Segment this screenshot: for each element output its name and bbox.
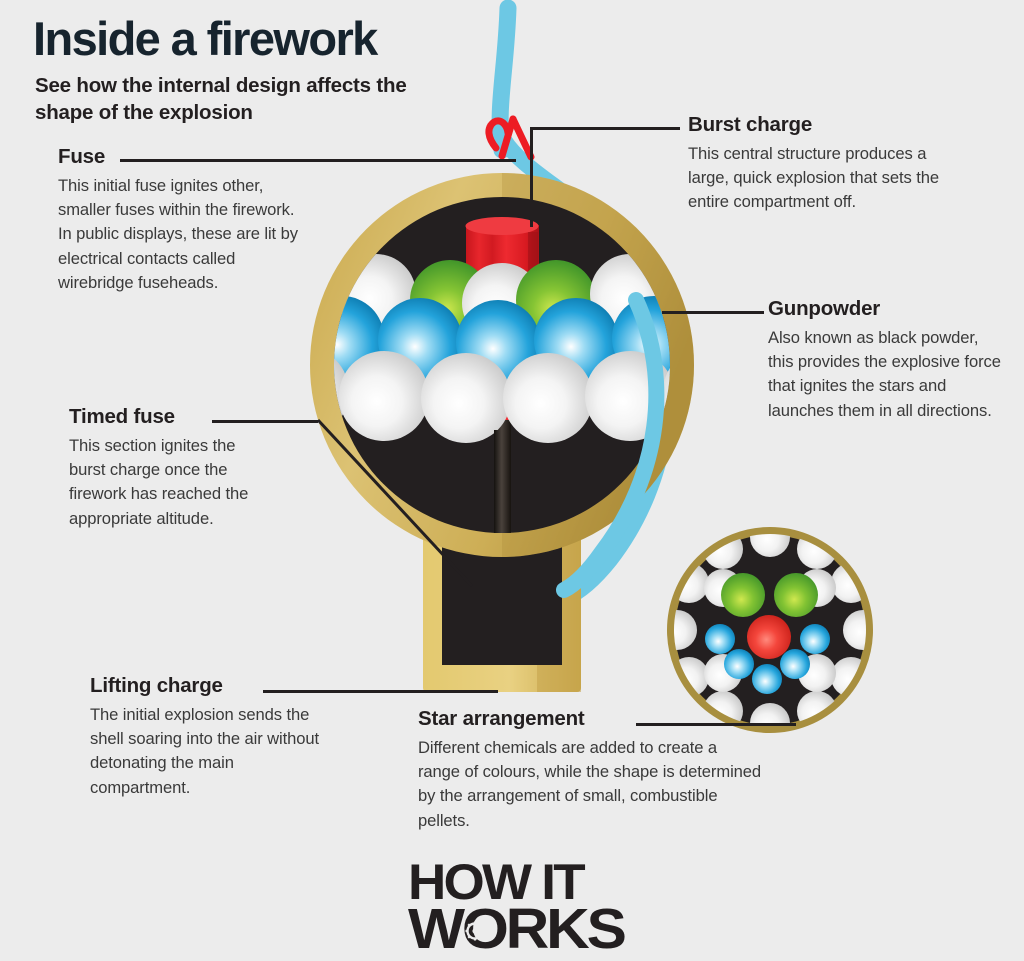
leader-line-fuse: [120, 159, 516, 162]
page-title: Inside a firework: [33, 12, 378, 65]
callout-lifting-charge-body: The initial explosion sends the shell so…: [90, 704, 320, 797]
inset-blue-pellets: [705, 624, 830, 694]
inset-pellets: [674, 534, 866, 726]
logo-line-2: WORKS: [408, 897, 627, 961]
burst-charge-fuse-red: [485, 115, 535, 161]
firework-shell-diagram: [280, 0, 750, 720]
callout-star-arrangement-heading: Star arrangement: [418, 707, 585, 730]
callout-burst-charge-heading: Burst charge: [688, 113, 813, 136]
leader-line-timed-fuse: [212, 420, 318, 423]
leader-line-burst-charge-drop: [530, 127, 533, 227]
callout-fuse: Fuse This initial fuse ignites other, sm…: [58, 145, 298, 296]
callout-timed-fuse: Timed fuse This section ignites the burs…: [69, 405, 259, 531]
callout-gunpowder-heading: Gunpowder: [768, 297, 881, 320]
leader-line-burst-charge: [530, 127, 680, 130]
logo-line-1: HOW IT: [408, 854, 586, 910]
inset-green-pellets: [721, 573, 818, 617]
callout-lifting-charge-heading: Lifting charge: [90, 674, 223, 697]
inset-gold-ring: [667, 527, 873, 733]
callout-fuse-body: This initial fuse ignites other, smaller…: [58, 175, 298, 293]
how-it-works-logo: HOW IT WORKS: [408, 857, 627, 958]
callout-lifting-charge: Lifting charge The initial explosion sen…: [90, 674, 330, 800]
callout-burst-charge: Burst charge This central structure prod…: [688, 113, 950, 215]
callout-gunpowder: Gunpowder Also known as black powder, th…: [768, 297, 1006, 423]
cog-icon: [465, 921, 485, 941]
page-subtitle: See how the internal design affects the …: [35, 74, 407, 125]
callout-timed-fuse-heading: Timed fuse: [69, 405, 175, 428]
callout-gunpowder-body: Also known as black powder, this provide…: [768, 327, 1001, 420]
callout-burst-charge-body: This central structure produces a large,…: [688, 143, 939, 212]
leader-line-gunpowder: [662, 311, 764, 314]
callout-star-arrangement-body: Different chemicals are added to create …: [418, 737, 762, 830]
leader-line-lifting-charge: [263, 690, 498, 693]
inset-red-pellet: [747, 615, 791, 659]
star-arrangement-inset: [663, 523, 878, 738]
callout-fuse-heading: Fuse: [58, 145, 106, 168]
callout-star-arrangement: Star arrangement Different chemicals are…: [418, 707, 763, 833]
external-fuse-blue-front: [556, 292, 665, 598]
leader-line-timed-fuse-diagonal: [316, 418, 474, 588]
callout-timed-fuse-body: This section ignites the burst charge on…: [69, 435, 249, 528]
leader-line-star-arrangement: [636, 723, 796, 726]
